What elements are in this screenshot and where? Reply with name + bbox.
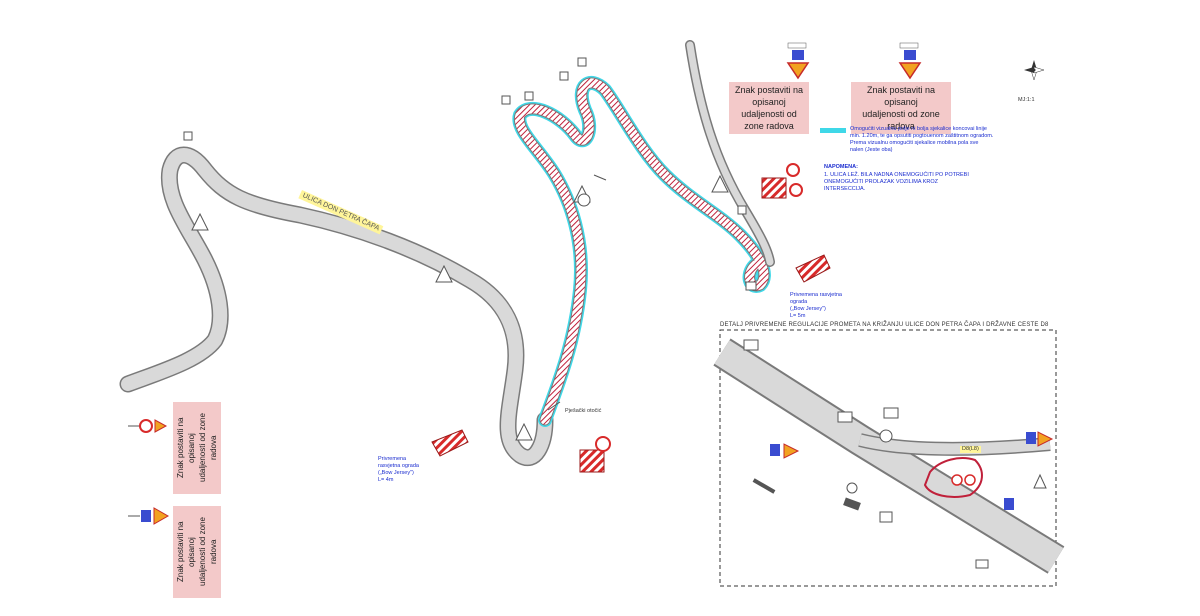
napomena-title: NAPOMENA: (824, 164, 858, 170)
top-sign-cluster-1 (786, 42, 810, 80)
legend-text: Omogućiti vizualnu polje ni bolja sjekal… (850, 126, 994, 153)
note-top-2: Znak postaviti na opisanoj udaljenosti o… (851, 82, 951, 134)
note-left-1: Znak postaviti na opisanoj udaljenosti o… (173, 402, 221, 494)
compass-label: MJ:1:1 (1018, 97, 1035, 103)
barrier-label-left: Privremena rasvjetna ograda („Bow Jersey… (378, 456, 419, 483)
left-sign-cluster-1 (128, 419, 168, 433)
sign-post-icon (183, 57, 757, 411)
detail-signs (743, 339, 1054, 569)
compass-icon (1024, 60, 1045, 81)
left-sign-cluster-2 (128, 507, 170, 525)
barrier-label-right: Privremena rasvjetna ograda („Bow Jersey… (790, 292, 842, 319)
napomena-text: 1. ULICA LEŽ. BILA NADNA ONEMOGUĆITI PO … (824, 172, 969, 192)
detail-title: DETALJ PRIVREMENE REGULACIJE PROMETA NA … (720, 322, 1049, 328)
barrier-left (431, 429, 469, 457)
detail-road (713, 338, 1065, 574)
serpentine-road (512, 76, 771, 427)
detail-box (719, 329, 1057, 587)
d8-road (685, 40, 775, 267)
pedestrian-label: Pješački otočić (565, 408, 602, 414)
legend-swatch (820, 128, 846, 133)
top-sign-cluster-2 (898, 42, 922, 80)
roadwork-sign-icon (579, 163, 803, 473)
note-left-2: Znak postaviti na opisanoj udaljenosti o… (173, 506, 221, 598)
main-road (119, 146, 554, 466)
road-id-label: D8(L8) (960, 446, 981, 453)
barrier-right (795, 254, 831, 283)
note-top-1: Znak postaviti na opisanoj udaljenosti o… (729, 82, 809, 134)
